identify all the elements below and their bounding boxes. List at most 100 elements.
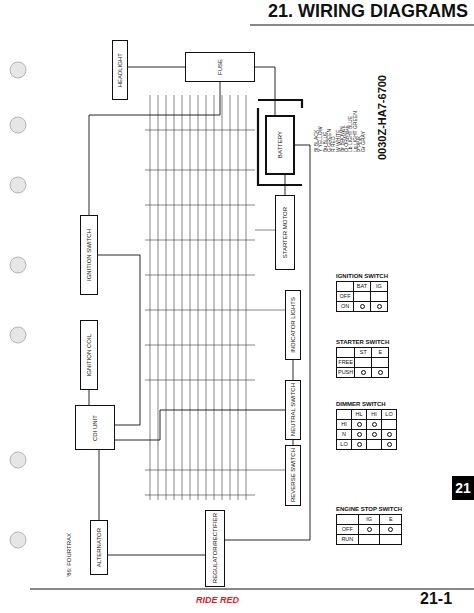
wire	[99, 450, 100, 520]
wire	[115, 410, 285, 440]
table-cell	[337, 348, 355, 358]
component-label: IGNITION SWITCH	[86, 229, 93, 281]
table-cell	[355, 358, 372, 368]
table-cell: OFF	[337, 292, 354, 302]
table-cell	[380, 525, 402, 535]
page-title: 21. WIRING DIAGRAMS	[268, 2, 468, 22]
continuity-dot	[372, 422, 377, 427]
table-cell: HI	[337, 420, 352, 430]
component-label: ENGINE STOP SWITCH	[336, 506, 402, 513]
component-box: STARTER MOTOR	[275, 195, 295, 270]
table-cell	[371, 302, 388, 312]
table-text: IG	[366, 516, 372, 522]
component-box: CDI UNIT	[75, 405, 115, 450]
component-label: REGULATOR/RECTIFIER	[212, 513, 219, 583]
component-label: INDICATOR LIGHTS	[290, 297, 297, 353]
binder-hole	[10, 62, 26, 548]
table-text: OFF	[340, 293, 351, 299]
table-cell	[337, 515, 359, 525]
continuity-grid: BAT IG OFF ON	[336, 281, 388, 312]
table-text: ST	[360, 349, 367, 355]
table-cell	[372, 358, 389, 368]
table-cell	[352, 440, 367, 450]
table-text: BAT	[357, 283, 367, 289]
table-cell: HI	[367, 410, 382, 420]
component-box: IGNITION COIL	[80, 320, 98, 390]
table-cell: BAT	[354, 282, 371, 292]
continuity-dot	[377, 304, 382, 309]
table-cell	[352, 430, 367, 440]
table-cell	[380, 535, 402, 545]
battery-cable	[258, 100, 302, 185]
table-cell	[337, 282, 354, 292]
page-note: 0030Z-HA7-6700	[376, 38, 388, 160]
table-text: IG	[376, 283, 382, 289]
switch-table: IGNITION SWITCHBATIGOFFON	[335, 272, 389, 313]
table-cell	[382, 440, 397, 450]
table-cell: N	[337, 430, 352, 440]
table-cell	[359, 525, 381, 535]
page-note: RIDE RED	[196, 596, 239, 606]
table-text: HL	[355, 411, 362, 417]
table-cell	[354, 302, 371, 312]
switch-table: DIMMER SWITCH HL HI LO HI N LO	[335, 400, 398, 451]
table-cell: ST	[355, 348, 372, 358]
component-label: FUSE	[217, 59, 224, 75]
table-cell	[367, 430, 382, 440]
continuity-dot	[372, 432, 377, 437]
component-box: IGNITION SWITCH	[80, 215, 98, 295]
component-label: DIMMER SWITCH	[336, 401, 397, 408]
continuity-dot	[357, 422, 362, 427]
continuity-grid: IGEOFFRUN	[336, 514, 402, 545]
continuity-dot	[388, 527, 393, 532]
component-label: ALTERNATOR	[96, 528, 103, 567]
table-cell: IG	[359, 515, 381, 525]
table-cell	[355, 368, 372, 378]
table-text: N	[342, 431, 346, 437]
table-cell: PUSH	[337, 368, 355, 378]
table-cell: OFF	[337, 525, 359, 535]
wire	[128, 67, 185, 68]
continuity-dot	[387, 432, 392, 437]
wire	[285, 175, 286, 195]
component-box: REGULATOR/RECTIFIER	[205, 510, 225, 587]
page-note: 21-1	[420, 590, 452, 608]
component-label: REVERSE SWITCH	[290, 448, 297, 502]
table-cell	[359, 535, 381, 545]
wire	[293, 360, 294, 380]
table-cell: LO	[337, 440, 352, 450]
wire	[98, 255, 140, 425]
component-label: STARTER MOTOR	[282, 207, 289, 258]
color-code: Gr GRAY	[361, 80, 367, 152]
table-cell: ON	[337, 302, 354, 312]
table-cell	[372, 368, 389, 378]
table-text: HI	[371, 411, 377, 417]
wire-bundle	[145, 95, 285, 500]
table-cell: E	[372, 348, 389, 358]
table-cell: E	[380, 515, 402, 525]
table-text: OFF	[342, 526, 353, 532]
continuity-dot	[360, 304, 365, 309]
component-label: CDI UNIT	[92, 415, 99, 441]
switch-table: ENGINE STOP SWITCHIGEOFFRUN	[335, 505, 403, 546]
component-label: HEADLIGHT	[117, 53, 124, 87]
component-box: REVERSE SWITCH	[285, 445, 301, 506]
continuity-dot	[357, 432, 362, 437]
wire	[225, 145, 310, 540]
continuity-dot	[357, 442, 362, 447]
component-box: NEUTRAL SWITCH	[285, 380, 301, 440]
table-cell	[367, 440, 382, 450]
footer-rule	[30, 589, 474, 590]
component-box: HEADLIGHT	[112, 40, 128, 100]
page-note: '86: FOURTRAX	[66, 515, 73, 577]
table-text: HI	[341, 421, 347, 427]
table-cell: LO	[382, 410, 397, 420]
component-box: INDICATOR LIGHTS	[285, 290, 301, 360]
wire	[108, 555, 205, 556]
table-cell	[371, 292, 388, 302]
wire	[89, 390, 90, 405]
component-box: BATTERY	[265, 115, 295, 175]
table-cell	[367, 420, 382, 430]
continuity-dot	[387, 442, 392, 447]
table-text: LO	[340, 441, 347, 447]
